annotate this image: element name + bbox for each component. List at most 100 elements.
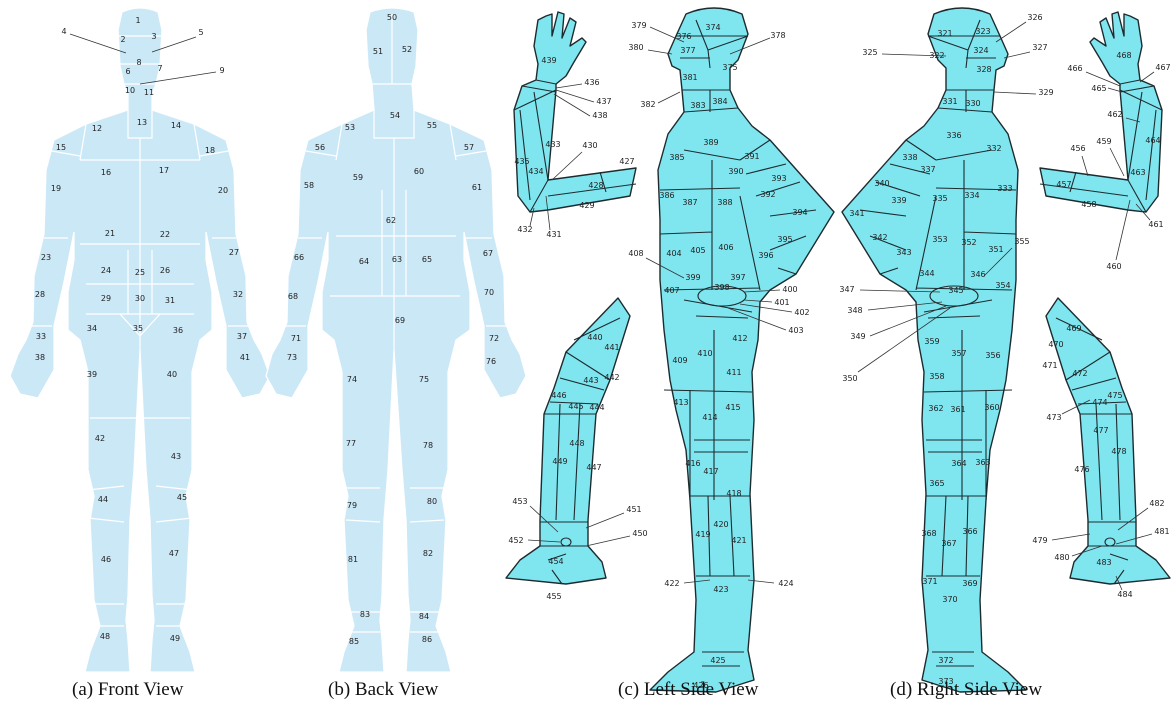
right-label-367: 367 [941, 539, 956, 548]
front-label-39: 39 [87, 370, 97, 379]
front-label-26: 26 [160, 266, 170, 275]
right-label-466: 466 [1067, 64, 1082, 73]
front-label-23: 23 [41, 253, 51, 262]
right-label-365: 365 [929, 479, 944, 488]
right-label-344: 344 [919, 269, 934, 278]
left-label-386: 386 [659, 191, 674, 200]
right-label-331: 331 [942, 97, 957, 106]
right-label-329: 329 [1038, 88, 1053, 97]
left-label-389: 389 [703, 138, 718, 147]
right-label-346: 346 [970, 270, 985, 279]
right-label-482: 482 [1149, 499, 1164, 508]
right-label-357: 357 [951, 349, 966, 358]
front-label-46: 46 [101, 555, 111, 564]
left-label-378: 378 [770, 31, 785, 40]
back-label-56: 56 [315, 143, 325, 152]
back-label-68: 68 [288, 292, 298, 301]
left-label-384: 384 [712, 97, 727, 106]
left-label-406: 406 [718, 243, 733, 252]
right-label-472: 472 [1072, 369, 1087, 378]
right-label-352: 352 [961, 238, 976, 247]
back-label-60: 60 [414, 167, 424, 176]
right-label-369: 369 [962, 579, 977, 588]
left-label-427: 427 [619, 157, 634, 166]
left-label-441: 441 [604, 343, 619, 352]
front-label-1: 1 [135, 16, 140, 25]
back-label-80: 80 [427, 497, 437, 506]
right-label-462: 462 [1107, 110, 1122, 119]
right-label-458: 458 [1081, 200, 1096, 209]
left-label-453: 453 [512, 497, 527, 506]
right-side-view-caption: (d) Right Side View [890, 679, 1042, 701]
right-label-460: 460 [1106, 262, 1121, 271]
right-label-363: 363 [975, 458, 990, 467]
left-label-418: 418 [726, 489, 741, 498]
right-label-337: 337 [920, 165, 935, 174]
right-label-321: 321 [937, 29, 952, 38]
left-label-400: 400 [782, 285, 797, 294]
front-label-16: 16 [101, 168, 111, 177]
left-label-379: 379 [631, 21, 646, 30]
right-label-483: 483 [1096, 558, 1111, 567]
right-label-484: 484 [1117, 590, 1132, 599]
left-label-395: 395 [777, 235, 792, 244]
front-label-40: 40 [167, 370, 177, 379]
back-label-81: 81 [348, 555, 358, 564]
right-label-459: 459 [1096, 137, 1111, 146]
right-label-323: 323 [975, 27, 990, 36]
back-label-83: 83 [360, 610, 370, 619]
back-view-figure: 50 51 52 53 54 55 56 57 58 59 60 61 62 6… [266, 8, 526, 672]
front-label-14: 14 [171, 121, 181, 130]
right-label-327: 327 [1032, 43, 1047, 52]
left-label-428: 428 [588, 181, 603, 190]
front-label-43: 43 [171, 452, 181, 461]
front-label-33: 33 [36, 332, 46, 341]
back-label-71: 71 [291, 334, 301, 343]
front-label-12: 12 [92, 124, 102, 133]
left-label-452: 452 [508, 536, 523, 545]
left-label-383: 383 [690, 101, 705, 110]
right-label-467: 467 [1155, 63, 1170, 72]
right-label-335: 335 [932, 194, 947, 203]
left-label-393: 393 [771, 174, 786, 183]
left-label-451: 451 [626, 505, 641, 514]
back-label-84: 84 [419, 612, 429, 621]
back-label-72: 72 [489, 334, 499, 343]
left-label-425: 425 [710, 656, 725, 665]
left-label-436: 436 [584, 78, 599, 87]
left-label-431: 431 [546, 230, 561, 239]
left-label-432: 432 [517, 225, 532, 234]
right-label-351: 351 [988, 245, 1003, 254]
right-label-353: 353 [932, 235, 947, 244]
front-label-45: 45 [177, 493, 187, 502]
front-label-35: 35 [133, 324, 143, 333]
left-label-430: 430 [582, 141, 597, 150]
left-label-440: 440 [587, 333, 602, 342]
left-label-385: 385 [669, 153, 684, 162]
front-label-32: 32 [233, 290, 243, 299]
right-label-355: 355 [1014, 237, 1029, 246]
left-label-447: 447 [586, 463, 601, 472]
right-label-361: 361 [950, 405, 965, 414]
back-label-75: 75 [419, 375, 429, 384]
left-label-415: 415 [725, 403, 740, 412]
right-label-478: 478 [1111, 447, 1126, 456]
left-label-392: 392 [760, 190, 775, 199]
left-label-439: 439 [541, 56, 556, 65]
front-label-21: 21 [105, 229, 115, 238]
right-label-348: 348 [847, 306, 862, 315]
right-label-350: 350 [842, 374, 857, 383]
right-label-461: 461 [1148, 220, 1163, 229]
front-view-caption: (a) Front View [72, 679, 183, 701]
right-label-330: 330 [965, 99, 980, 108]
right-label-368: 368 [921, 529, 936, 538]
right-label-339: 339 [891, 196, 906, 205]
left-label-381: 381 [682, 73, 697, 82]
back-label-77: 77 [346, 439, 356, 448]
right-label-325: 325 [862, 48, 877, 57]
right-label-334: 334 [964, 191, 979, 200]
right-label-464: 464 [1145, 136, 1160, 145]
front-label-3: 3 [151, 32, 156, 41]
right-label-345: 345 [948, 286, 963, 295]
left-label-387: 387 [682, 198, 697, 207]
